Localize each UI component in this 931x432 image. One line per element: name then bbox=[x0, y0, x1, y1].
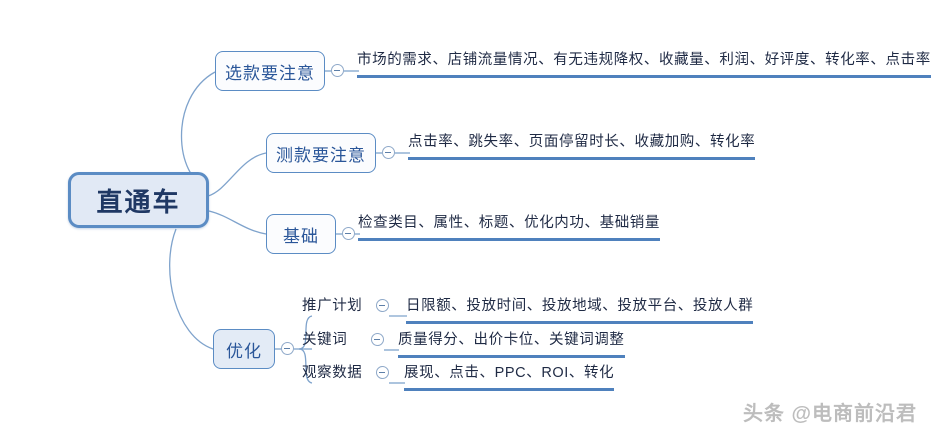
root-node-label: 直通车 bbox=[96, 186, 181, 217]
branch-node-youhua[interactable]: 优化 bbox=[213, 329, 275, 369]
collapse-toggle-icon-branch1[interactable] bbox=[331, 64, 344, 77]
collapse-toggle-icon-sub1[interactable] bbox=[376, 299, 389, 312]
root-node[interactable]: 直通车 bbox=[68, 172, 209, 228]
collapse-toggle-icon-sub3[interactable] bbox=[376, 366, 389, 379]
branch-node-label: 测款要注意 bbox=[276, 145, 366, 165]
branch-node-cekuan[interactable]: 测款要注意 bbox=[266, 133, 376, 173]
leaf-text-sub3: 展现、点击、PPC、ROI、转化 bbox=[404, 363, 615, 391]
branch-node-xuankuan[interactable]: 选款要注意 bbox=[215, 51, 325, 91]
branch-node-jichu[interactable]: 基础 bbox=[266, 214, 336, 254]
connector-root-to-branch2 bbox=[207, 152, 267, 197]
leaf-text-branch2: 点击率、跳失率、页面停留时长、收藏加购、转化率 bbox=[408, 132, 756, 160]
leaf-text-sub2: 质量得分、出价卡位、关键词调整 bbox=[398, 330, 625, 358]
leaf-text-branch1: 市场的需求、店铺流量情况、有无违规降权、收藏量、利润、好评度、转化率、点击率 bbox=[357, 50, 931, 78]
collapse-toggle-icon-branch2[interactable] bbox=[382, 146, 395, 159]
collapse-toggle-icon-sub2[interactable] bbox=[371, 333, 384, 346]
sub-node-label-tuiguangjihua[interactable]: 推广计划 bbox=[302, 298, 363, 314]
sub-node-label-guanchashuju[interactable]: 观察数据 bbox=[302, 365, 363, 381]
connector-root-to-branch1 bbox=[181, 71, 216, 189]
connector-root-to-branch3 bbox=[208, 210, 267, 235]
collapse-toggle-icon-branch3[interactable] bbox=[342, 227, 355, 240]
branch-node-label: 选款要注意 bbox=[225, 63, 315, 83]
leaf-text-sub1: 日限额、投放时间、投放地域、投放平台、投放人群 bbox=[406, 296, 754, 324]
connector-root-to-branch4 bbox=[169, 228, 214, 350]
collapse-toggle-icon-branch4[interactable] bbox=[281, 342, 294, 355]
branch-node-label: 优化 bbox=[226, 341, 262, 361]
leaf-text-branch3: 检查类目、属性、标题、优化内功、基础销量 bbox=[358, 213, 660, 241]
watermark: 头条 @电商前沿君 bbox=[742, 403, 917, 425]
sub-node-label-guanjianci[interactable]: 关键词 bbox=[302, 332, 348, 348]
branch-node-label: 基础 bbox=[283, 226, 319, 246]
